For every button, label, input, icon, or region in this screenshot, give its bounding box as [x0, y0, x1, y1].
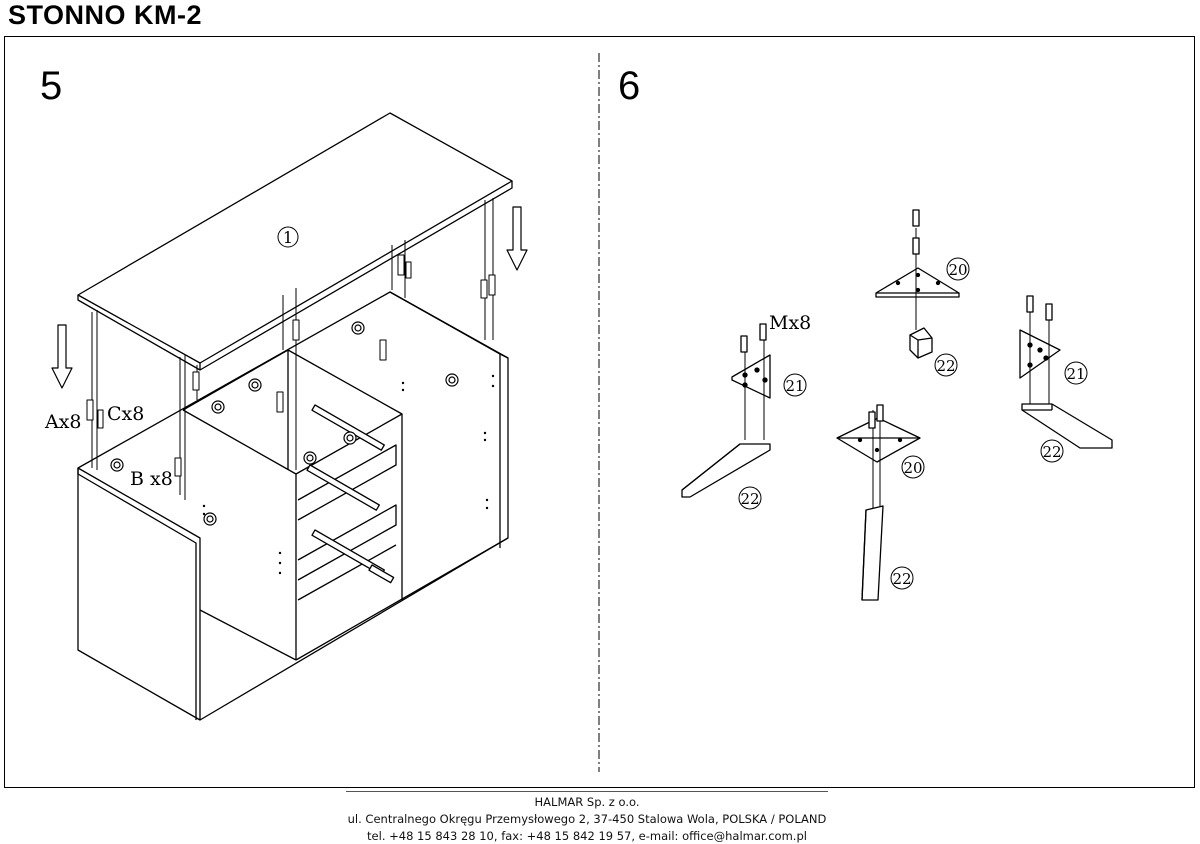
label-20-b-circle: [901, 455, 925, 479]
fitting-b-label: B x8: [130, 468, 173, 490]
part-1-label: 1: [283, 228, 293, 247]
fitting-a-label: Ax8: [44, 411, 82, 433]
step-5-drawing: [51, 112, 528, 721]
cam-fittings: [110, 321, 459, 526]
bracket-20-center: [836, 404, 921, 601]
label-22-c-circle: [1040, 439, 1064, 463]
footer-contact: tel. +48 15 843 28 10, fax: +48 15 842 1…: [367, 829, 807, 843]
footer-address: ul. Centralnego Okręgu Przemysłowego 2, …: [347, 812, 827, 826]
footer-company: HALMAR Sp. z o.o.: [534, 795, 640, 809]
connector-pins: [86, 254, 496, 477]
footer-rule: [346, 791, 828, 792]
label-21-a: 21: [785, 377, 804, 395]
plate-21-left: [681, 323, 771, 498]
left-side-panel: [77, 467, 201, 721]
label-22-c: 22: [1042, 443, 1061, 461]
instruction-frame: [4, 36, 1195, 788]
label-21-b-circle: [1064, 361, 1088, 385]
label-22-d: 22: [892, 570, 911, 588]
right-side-panel: [389, 291, 501, 548]
step-6-drawing: [681, 209, 1113, 601]
document-title: STONNO KM-2: [8, 0, 203, 30]
bracket-20-top: [875, 209, 960, 359]
down-arrow-left: [51, 324, 73, 389]
screw-m-label: Mx8: [769, 312, 811, 334]
step-6-number: 6: [618, 64, 641, 108]
label-22-a: 22: [936, 357, 955, 375]
label-22-b: 22: [740, 490, 759, 508]
drill-holes: [202, 374, 495, 575]
label-22-a-circle: [934, 353, 958, 377]
plate-21-right: [1019, 295, 1113, 449]
slide-runner: [311, 404, 385, 451]
down-arrow-right: [506, 206, 528, 271]
fitting-c-label: Cx8: [107, 403, 144, 425]
step-5-number: 5: [40, 64, 63, 108]
label-20-a-circle: [946, 257, 970, 281]
label-20-b: 20: [903, 459, 922, 477]
label-22-b-circle: [738, 486, 762, 510]
label-21-a-circle: [783, 373, 807, 397]
label-22-d-circle: [890, 566, 914, 590]
label-21-b: 21: [1066, 365, 1085, 383]
label-20-a: 20: [948, 261, 967, 279]
part-1-marker: [277, 226, 299, 248]
fitting-guides: [91, 198, 494, 500]
